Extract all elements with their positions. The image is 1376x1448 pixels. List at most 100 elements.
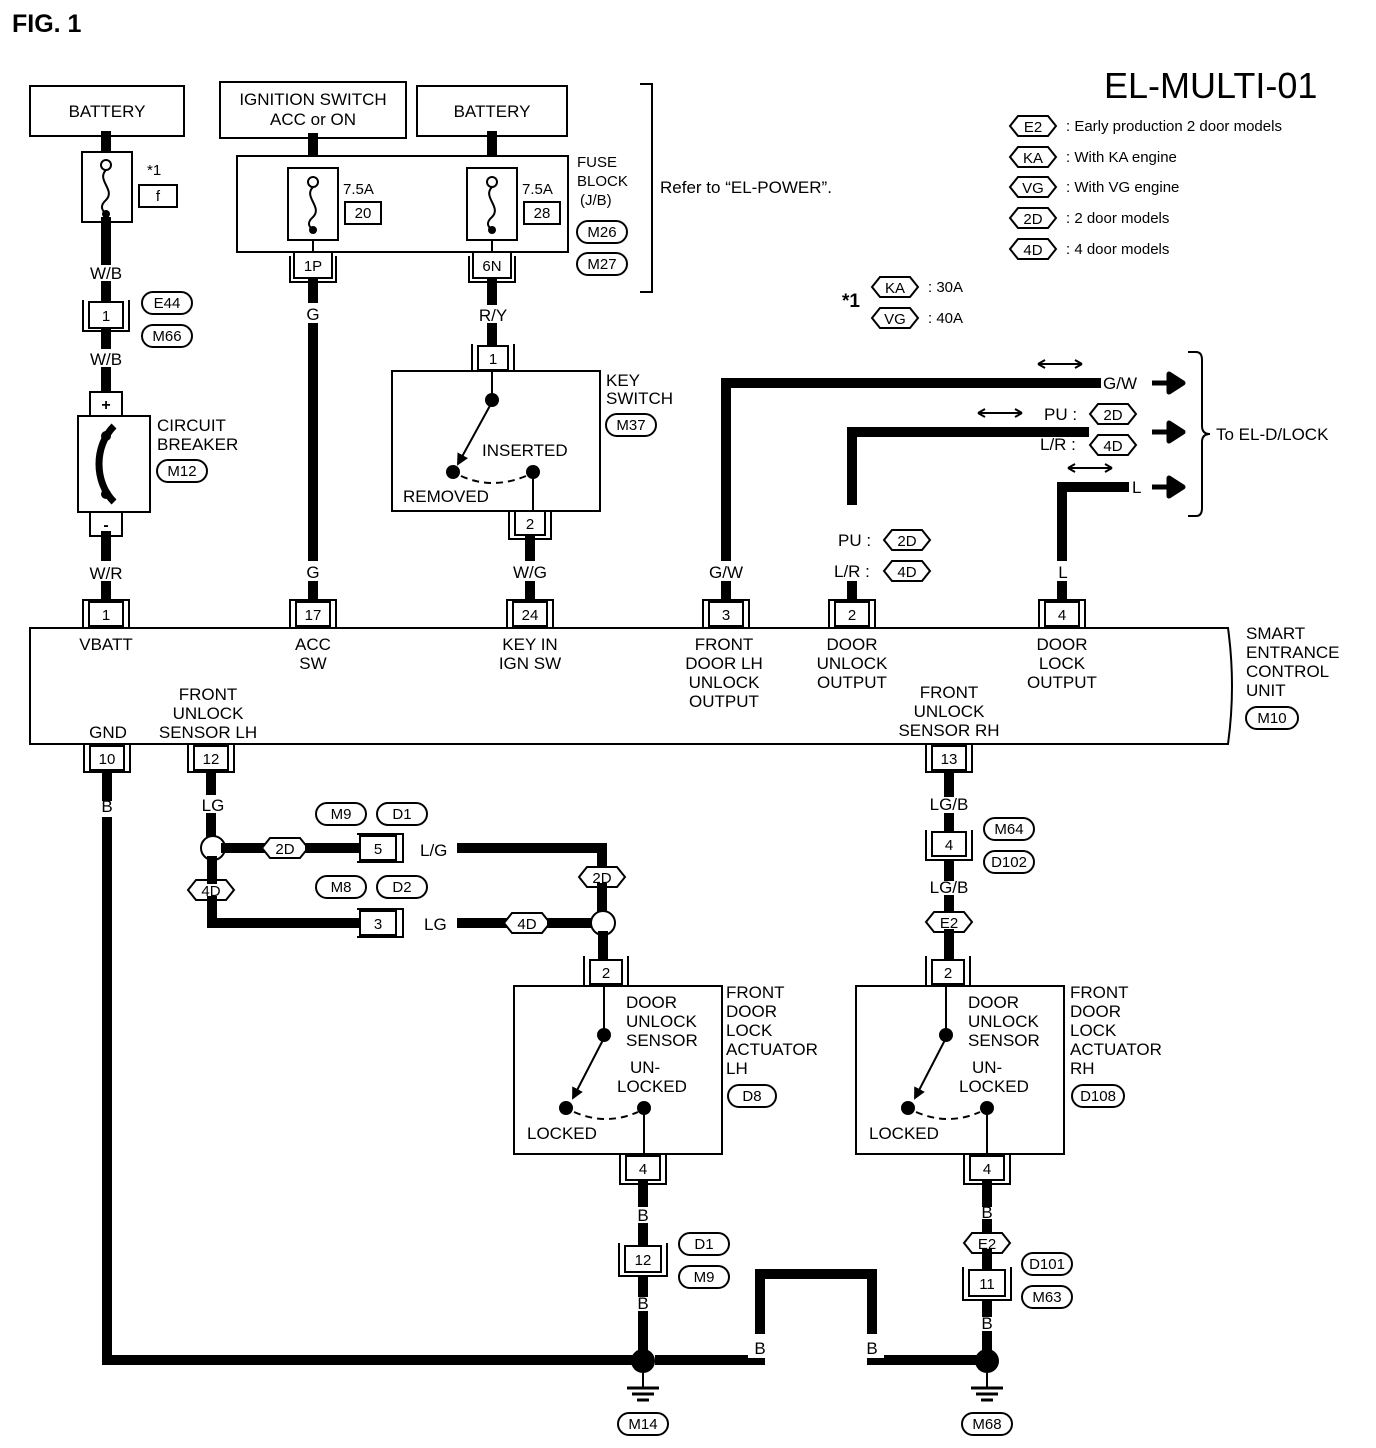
svg-text:RH: RH — [1070, 1059, 1095, 1078]
svg-text:1: 1 — [102, 308, 110, 325]
svg-text:IGN SW: IGN SW — [499, 654, 561, 673]
svg-text:E2: E2 — [940, 915, 958, 932]
to-el-dlock: To EL-D/LOCK — [1216, 425, 1329, 444]
svg-text:-: - — [103, 517, 108, 534]
svg-text:M10: M10 — [1257, 710, 1286, 727]
svg-text:ACTUATOR: ACTUATOR — [1070, 1040, 1162, 1059]
svg-text:ACC: ACC — [295, 635, 331, 654]
svg-text:KA: KA — [1023, 150, 1043, 167]
svg-text:M37: M37 — [616, 417, 645, 434]
svg-text:D108: D108 — [1080, 1088, 1116, 1105]
svg-text:13: 13 — [941, 751, 958, 768]
svg-text:M14: M14 — [628, 1416, 657, 1433]
svg-text:4D: 4D — [517, 916, 536, 933]
svg-text:LOCK: LOCK — [1039, 654, 1086, 673]
svg-text:CIRCUIT: CIRCUIT — [157, 416, 226, 435]
wire-lr-top: L/R : — [1040, 435, 1076, 454]
svg-text:: 30A: : 30A — [928, 279, 963, 296]
svg-text:UNLOCK: UNLOCK — [626, 1012, 698, 1031]
svg-text:2D: 2D — [1023, 211, 1042, 228]
unit-pin-vbatt: 1 — [82, 599, 130, 628]
ground-m68: M68 — [961, 1349, 1013, 1436]
front-door-lock-actuator-lh: 2 DOOR UNLOCK SENSOR UN- LOCKED LOCKED F… — [513, 956, 818, 1185]
svg-text:SENSOR: SENSOR — [968, 1031, 1040, 1050]
svg-text:M9: M9 — [331, 806, 352, 823]
unit-pin-fdlh: 3 — [702, 599, 750, 628]
svg-text:LOCKED: LOCKED — [527, 1124, 597, 1143]
svg-text:4D: 4D — [897, 564, 916, 581]
unit-pin-door-lock: 4 — [1038, 599, 1086, 628]
wire-b-3: B — [981, 1203, 992, 1222]
svg-text:M12: M12 — [167, 463, 196, 480]
svg-text:LOCKED: LOCKED — [959, 1077, 1029, 1096]
svg-text:: Early production 2 door mode: : Early production 2 door models — [1066, 118, 1282, 135]
svg-text:12: 12 — [635, 1252, 652, 1269]
svg-text:OUTPUT: OUTPUT — [689, 692, 759, 711]
svg-text:OUTPUT: OUTPUT — [817, 673, 887, 692]
legend-item-2d: 2D : 2 door models — [1008, 207, 1169, 229]
circuit-breaker: + - CIRCUIT BREAKER M12 — [77, 391, 238, 537]
svg-text:SWITCH: SWITCH — [606, 389, 673, 408]
wire-wb-1: W/B — [90, 264, 122, 283]
svg-text:UNLOCK: UNLOCK — [173, 704, 245, 723]
svg-text:2D: 2D — [1103, 407, 1122, 424]
wire-l: L — [1058, 563, 1067, 582]
wire-lr: L/R : — [834, 562, 870, 581]
unit-pin-sensor-lh: 12 — [187, 744, 235, 773]
svg-text:6N: 6N — [482, 258, 501, 275]
svg-text:(J/B): (J/B) — [580, 192, 612, 209]
legend-item-e2: E2 : Early production 2 door models — [1008, 115, 1282, 137]
svg-text:M68: M68 — [972, 1416, 1001, 1433]
wire-g-2: G — [306, 563, 319, 582]
svg-text:f: f — [156, 188, 161, 205]
svg-text:4: 4 — [983, 1161, 991, 1178]
svg-text:BREAKER: BREAKER — [157, 435, 238, 454]
svg-text:DOOR: DOOR — [1070, 1002, 1121, 1021]
svg-text:M27: M27 — [587, 256, 616, 273]
wire-b-1: B — [637, 1206, 648, 1225]
legend: E2 : Early production 2 door models KA :… — [1008, 115, 1282, 260]
svg-text:7.5A: 7.5A — [522, 181, 553, 198]
front-door-lock-actuator-rh: 2 DOOR UNLOCK SENSOR UN- LOCKED LOCKED F… — [855, 956, 1162, 1185]
svg-text:: 2 door models: : 2 door models — [1066, 210, 1169, 227]
svg-text:M26: M26 — [587, 224, 616, 241]
svg-text:D2: D2 — [392, 879, 411, 896]
svg-text:M8: M8 — [331, 879, 352, 896]
wire-gw-top: G/W — [1103, 374, 1137, 393]
svg-text:2D: 2D — [897, 533, 916, 550]
smart-entrance-control-unit: SMART ENTRANCE CONTROL UNIT M10 1 17 24 … — [29, 599, 1340, 773]
wire-lg-2: LG — [424, 915, 447, 934]
svg-text:SMART: SMART — [1246, 624, 1305, 643]
svg-text:LOCKED: LOCKED — [869, 1124, 939, 1143]
svg-text:FRONT: FRONT — [920, 683, 979, 702]
connector-m8-d2: 3 M8 D2 — [315, 875, 428, 938]
svg-text:E44: E44 — [154, 295, 181, 312]
svg-text:ACC or ON: ACC or ON — [270, 110, 356, 129]
svg-text:LOCKED: LOCKED — [617, 1077, 687, 1096]
svg-text:4D: 4D — [1103, 438, 1122, 455]
legend-item-vg: VG : With VG engine — [1008, 176, 1179, 198]
svg-text:D1: D1 — [392, 806, 411, 823]
svg-text:SENSOR LH: SENSOR LH — [159, 723, 257, 742]
svg-text:Refer to “EL-POWER”.: Refer to “EL-POWER”. — [660, 178, 832, 197]
breaker-rating-note: *1 KA : 30A VG : 40A — [842, 276, 963, 329]
legend-item-ka: KA : With KA engine — [1008, 146, 1177, 168]
wire-pu: PU : — [838, 531, 871, 550]
svg-text:4: 4 — [639, 1161, 647, 1178]
wire-lgb-2: LG/B — [930, 878, 969, 897]
svg-text:D102: D102 — [991, 854, 1027, 871]
fusible-link: *1 f — [81, 131, 178, 223]
svg-text:BATTERY: BATTERY — [454, 102, 531, 121]
svg-text:: With VG engine: : With VG engine — [1066, 179, 1179, 196]
svg-text:KA: KA — [885, 280, 905, 297]
battery-box-1: BATTERY — [29, 85, 185, 137]
svg-text:: 4 door models: : 4 door models — [1066, 241, 1169, 258]
svg-text:UNIT: UNIT — [1246, 681, 1286, 700]
svg-text:SW: SW — [299, 654, 326, 673]
unit-pin-sensor-rh: 13 — [925, 744, 973, 773]
svg-text:2D: 2D — [275, 841, 294, 858]
unit-pin-acc: 17 — [289, 599, 337, 628]
svg-text:7.5A: 7.5A — [343, 181, 374, 198]
connector-e44: 1 E44 M66 — [82, 291, 193, 348]
svg-text:D1: D1 — [694, 1236, 713, 1253]
